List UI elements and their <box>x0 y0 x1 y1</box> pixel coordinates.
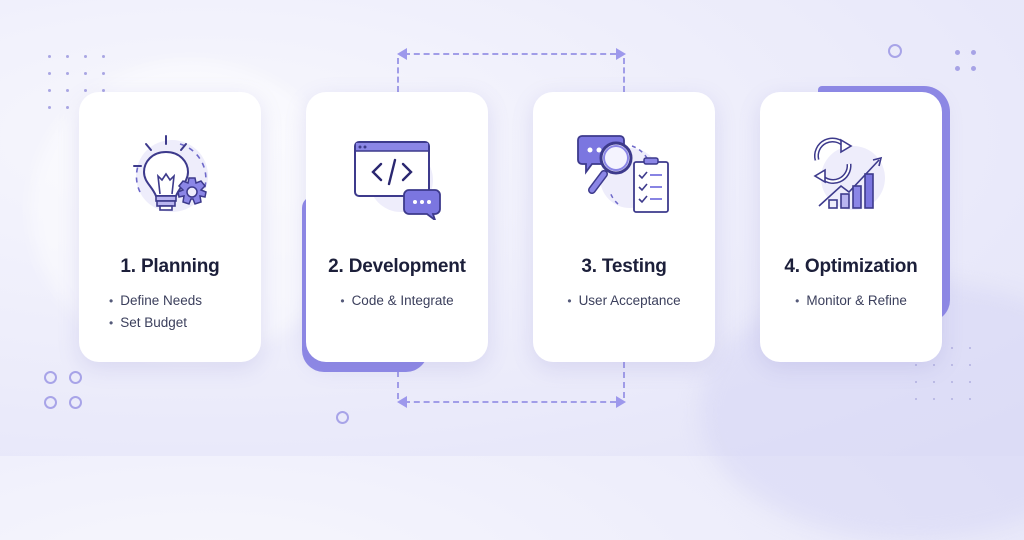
ring-decoration <box>336 411 349 424</box>
dot-grid-decoration <box>915 347 971 400</box>
connector-bottom-line <box>404 401 616 403</box>
stage-title: 4. Optimization <box>784 256 918 277</box>
stage-bullet: User Acceptance <box>533 290 715 312</box>
stage-bullet-list: Define Needs Set Budget <box>79 290 261 334</box>
ring-decoration <box>888 44 902 58</box>
connector-top-line <box>404 53 616 55</box>
stage-card-testing: 3. Testing User Acceptance <box>533 92 715 362</box>
stage-bullet: Define Needs <box>79 290 261 312</box>
stage-title: 1. Planning <box>120 256 220 277</box>
connector-top-stem <box>623 58 625 92</box>
stage-title: 2. Development <box>328 256 466 277</box>
ring-decoration <box>69 371 82 384</box>
magnifier-checklist-icon <box>574 130 674 220</box>
stage-title: 3. Testing <box>581 256 667 277</box>
arrow-left-icon <box>397 48 407 60</box>
stage-bullet-list: User Acceptance <box>533 290 715 312</box>
dot-grid-decoration <box>955 50 976 71</box>
stage-bullet: Set Budget <box>79 312 261 334</box>
lightbulb-gear-icon <box>120 130 220 220</box>
connector-top-stem <box>397 58 399 92</box>
stage-bullet: Monitor & Refine <box>760 290 942 312</box>
ring-decoration <box>44 371 57 384</box>
arrow-left-icon <box>397 396 407 408</box>
stage-card-planning: 1. Planning Define Needs Set Budget <box>79 92 261 362</box>
refresh-growth-chart-icon <box>801 130 901 220</box>
stage-bullet-list: Monitor & Refine <box>760 290 942 312</box>
dot-grid-decoration <box>48 55 105 109</box>
ring-decoration <box>69 396 82 409</box>
ring-decoration <box>44 396 57 409</box>
arrow-right-icon <box>616 396 626 408</box>
code-window-chat-icon <box>347 130 447 223</box>
stage-bullet-list: Code & Integrate <box>306 290 488 312</box>
stage-card-development: 2. Development Code & Integrate <box>306 92 488 362</box>
arrow-right-icon <box>616 48 626 60</box>
stage-card-optimization: 4. Optimization Monitor & Refine <box>760 92 942 362</box>
stage-bullet: Code & Integrate <box>306 290 488 312</box>
connector-bottom-stem <box>397 371 399 399</box>
connector-bottom-stem <box>623 362 625 398</box>
